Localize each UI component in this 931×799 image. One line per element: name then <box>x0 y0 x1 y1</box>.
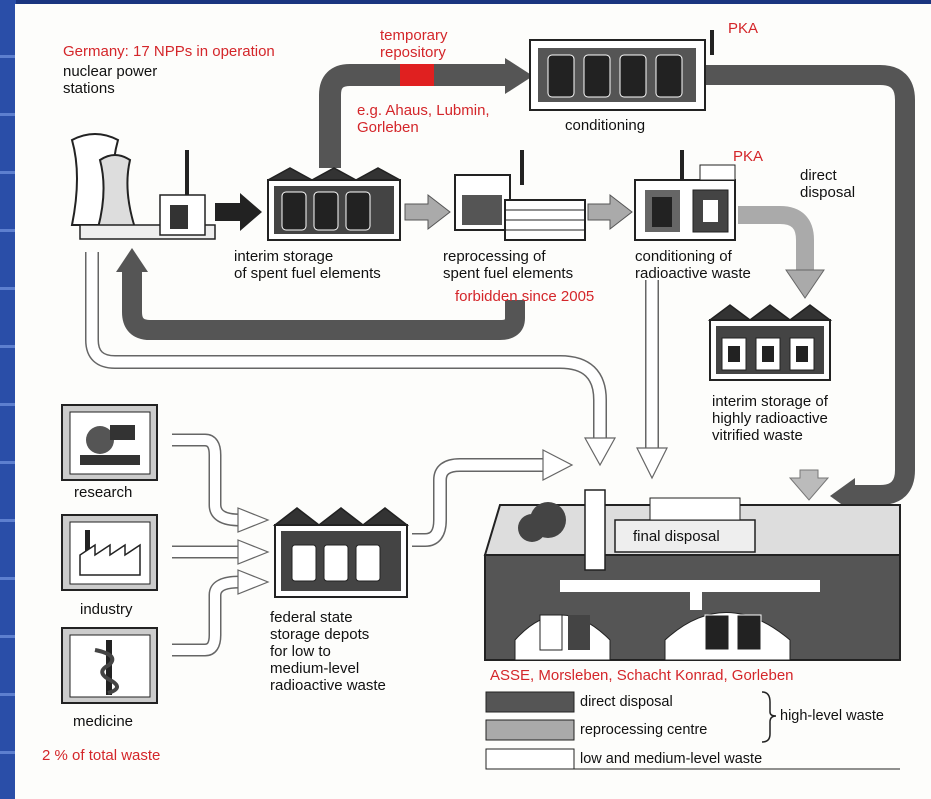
total-waste-label: 2 % of total waste <box>42 747 161 764</box>
frame-edge <box>0 0 16 799</box>
legend-swatch-reprocessing <box>485 719 575 741</box>
diagram-paper <box>15 4 931 799</box>
industry-icon <box>61 514 158 591</box>
federal-depot-building <box>272 507 410 598</box>
nuclear-power-station-icon <box>70 133 216 240</box>
arrowhead-to-vitrified <box>785 269 825 299</box>
arrow-reprocessing-to-conditioning <box>587 193 633 231</box>
legend-high-level-label: high-level waste <box>780 708 884 724</box>
legend-swatch-direct <box>485 691 575 713</box>
legend-low-medium-label: low and medium-level waste <box>580 751 763 767</box>
interim-storage-vitrified-label: interim storage of highly radioactive vi… <box>712 393 828 444</box>
federal-depots-label: federal state storage depots for low to … <box>270 609 386 694</box>
industry-label: industry <box>80 601 133 618</box>
direct-disposal-label: direct disposal <box>800 167 856 201</box>
legend-reprocessing-label: reprocessing centre <box>580 722 708 738</box>
legend-brace <box>761 691 777 743</box>
vitrified-storage-building <box>707 304 833 381</box>
research-icon <box>61 404 158 481</box>
medicine-icon <box>61 627 158 704</box>
arrow-research-to-depot <box>172 433 241 527</box>
arrow-to-temporary-repository <box>319 64 510 168</box>
legend-swatch-low-medium <box>485 748 575 770</box>
arrow-direct-disposal-right <box>705 65 915 505</box>
research-label: research <box>74 484 133 501</box>
arrow-plant-to-interim <box>215 193 262 231</box>
arrowhead-return <box>116 248 148 272</box>
arrow-interim-to-reprocessing <box>404 193 451 231</box>
repository-examples-label: e.g. Ahaus, Lubmin, Gorleben <box>357 102 490 136</box>
disposal-sites-label: ASSE, Morsleben, Schacht Konrad, Gorlebe… <box>490 667 794 684</box>
temporary-repository-label: temporary repository <box>380 27 448 61</box>
final-disposal-site <box>483 489 901 661</box>
interim-storage-building <box>267 167 401 241</box>
arrow-medicine-to-depot <box>172 575 241 657</box>
legend-direct-label: direct disposal <box>580 694 673 710</box>
nuclear-power-stations-label: nuclear power stations <box>63 63 158 97</box>
pka-mid-label: PKA <box>733 148 764 165</box>
arrowhead-temp-repo <box>505 58 533 94</box>
medicine-label: medicine <box>73 713 134 730</box>
reprocessing-label: reprocessing of spent fuel elements <box>443 248 574 282</box>
germany-npps-label: Germany: 17 NPPs in operation <box>63 43 275 60</box>
conditioning-waste-label: conditioning of radioactive waste <box>635 248 751 282</box>
arrowhead-cond-final <box>636 447 668 480</box>
pka-conditioning-top-icon <box>529 30 714 111</box>
pka-conditioning-waste-icon <box>634 150 736 241</box>
pka-top-label: PKA <box>728 20 759 37</box>
arrow-conditioning-to-vitrified <box>738 206 814 272</box>
arrow-vitrified-to-final <box>788 469 830 501</box>
conditioning-label: conditioning <box>565 117 646 134</box>
reprocessing-plant-icon <box>454 150 586 241</box>
forbidden-label: forbidden since 2005 <box>455 288 595 305</box>
interim-storage-spent-label: interim storage of spent fuel elements <box>234 248 381 282</box>
arrowhead-plant-final <box>583 437 617 467</box>
arrow-return-to-plant <box>122 270 525 340</box>
final-disposal-label: final disposal <box>633 528 720 545</box>
temporary-repository-marker <box>400 64 434 86</box>
